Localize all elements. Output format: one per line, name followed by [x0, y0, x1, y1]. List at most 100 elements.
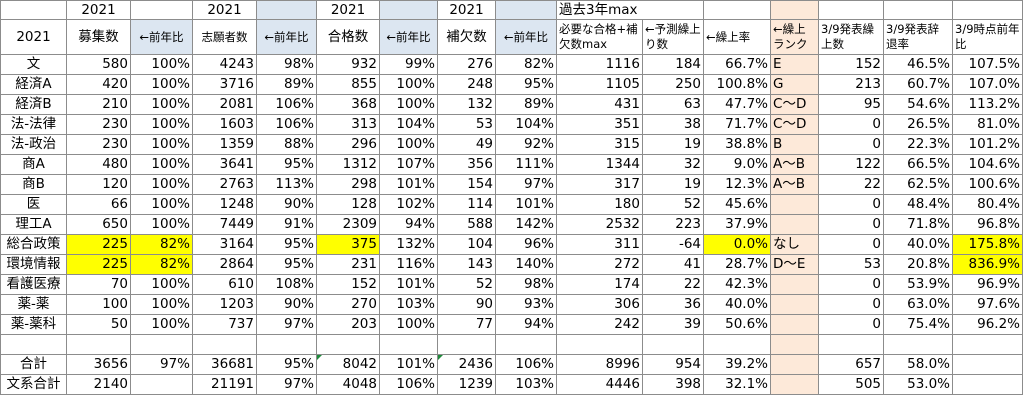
row-label: 法-政治: [0, 134, 67, 155]
cell-shigan: 1603: [192, 114, 257, 135]
year-label: 2021: [66, 0, 131, 20]
col-header-needed: 必要な合格+補欠数max: [556, 19, 643, 55]
cell-shigan: 2864: [192, 254, 257, 275]
cell-j39: 75.4%: [883, 314, 954, 335]
cell-y39: 113.2%: [952, 94, 1024, 115]
col-header-yoy: ←前年比: [379, 19, 438, 55]
row-label: 商A: [0, 154, 67, 175]
cell-boshu: 70: [66, 274, 131, 295]
cell-y39: 97.6%: [952, 294, 1024, 315]
cell-rate: 0.0%: [703, 234, 772, 255]
cell-yoy2: 95%: [256, 354, 317, 375]
cell-rank: [770, 354, 820, 375]
cell-yoy3: 101%: [379, 174, 438, 195]
cell-needed: 174: [556, 274, 643, 295]
cell-boshu: 225: [66, 254, 131, 275]
col-header-kuriage-rate: ←繰上率: [703, 19, 772, 55]
cell-needed: 311: [556, 234, 643, 255]
cell-rank: [770, 274, 820, 295]
col-header-year: 2021: [0, 19, 67, 55]
cell-yoy3: 102%: [379, 194, 438, 215]
cell-boshu: 580: [66, 54, 131, 75]
cell-yoy1: 100%: [130, 54, 193, 75]
cell-j39: 54.6%: [883, 94, 954, 115]
row-label: 薬-薬科: [0, 314, 67, 335]
spacer-row: [0, 334, 1024, 355]
cell-yoy3: 94%: [379, 214, 438, 235]
cell-rank: A～B: [770, 174, 820, 195]
cell-goukaku: 313: [316, 114, 380, 135]
cell-yoy4: 97%: [495, 174, 557, 195]
cell-y39: [952, 354, 1024, 375]
cell-hoketsu: 588: [437, 214, 496, 235]
cell-needed: 306: [556, 294, 643, 315]
cell-shigan: 3641: [192, 154, 257, 175]
cell-boshu: 66: [66, 194, 131, 215]
row-label: 医: [0, 194, 67, 215]
cell-rate: 66.7%: [703, 54, 772, 75]
cell-yoy3: 116%: [379, 254, 438, 275]
cell-yoy4: 89%: [495, 94, 557, 115]
cell-shigan: 3164: [192, 234, 257, 255]
cell-hoketsu: 143: [437, 254, 496, 275]
row-label: 環境情報: [0, 254, 67, 275]
cell-yoy2: 90%: [256, 294, 317, 315]
cell-yosoku: 22: [641, 274, 705, 295]
year-label: 2021: [437, 0, 496, 20]
cell-yoy3: 104%: [379, 114, 438, 135]
cell-y39: 81.0%: [952, 114, 1024, 135]
cell-yoy3: 106%: [379, 374, 438, 395]
cell-needed: 2532: [556, 214, 643, 235]
cell-shigan: 7449: [192, 214, 257, 235]
cell-j39: 66.5%: [883, 154, 954, 175]
cell-needed: 351: [556, 114, 643, 135]
cell-goukaku: 375: [316, 234, 380, 255]
cell-rank: なし: [770, 234, 820, 255]
cell-yoy1: 82%: [130, 234, 193, 255]
cell-yoy4: 94%: [495, 314, 557, 335]
cell-k39: 152: [818, 54, 885, 75]
cell-shigan: 4243: [192, 54, 257, 75]
cell-shigan: 2081: [192, 94, 257, 115]
cell-rate: 9.0%: [703, 154, 772, 175]
cell-yoy4: 92%: [495, 134, 557, 155]
cell-needed: 317: [556, 174, 643, 195]
cell-y39: 107.5%: [952, 54, 1024, 75]
cell-yoy3: 100%: [379, 134, 438, 155]
cell-yosoku: 52: [641, 194, 705, 215]
cell-yoy4: 111%: [495, 154, 557, 175]
cell-boshu: 2140: [66, 374, 131, 395]
cell-yoy1: 100%: [130, 114, 193, 135]
cell-j39: 62.5%: [883, 174, 954, 195]
cell-yoy1: 97%: [130, 354, 193, 375]
cell-yoy1: 100%: [130, 274, 193, 295]
cell-yoy1: 100%: [130, 314, 193, 335]
cell-goukaku: 152: [316, 274, 380, 295]
cell-j39: 53.0%: [883, 374, 954, 395]
cell-boshu: 50: [66, 314, 131, 335]
cell-rate: 12.3%: [703, 174, 772, 195]
cell-k39: 122: [818, 154, 885, 175]
cell-yoy2: 89%: [256, 74, 317, 95]
cell-hoketsu: 276: [437, 54, 496, 75]
cell-goukaku: 2309: [316, 214, 380, 235]
cell-yoy4: 142%: [495, 214, 557, 235]
cell-yosoku: 223: [641, 214, 705, 235]
cell-y39: [952, 374, 1024, 395]
cell-j39: 46.5%: [883, 54, 954, 75]
cell-needed: 180: [556, 194, 643, 215]
cell-yosoku: 954: [641, 354, 705, 375]
cell-boshu: 420: [66, 74, 131, 95]
cell-yosoku: 38: [641, 114, 705, 135]
cell-yosoku: 63: [641, 94, 705, 115]
cell-boshu: 100: [66, 294, 131, 315]
cell-yoy3: 100%: [379, 94, 438, 115]
cell-goukaku: 8042: [316, 354, 380, 375]
cell-yoy3: 132%: [379, 234, 438, 255]
cell-y39: 101.2%: [952, 134, 1024, 155]
cell-shigan: 1248: [192, 194, 257, 215]
